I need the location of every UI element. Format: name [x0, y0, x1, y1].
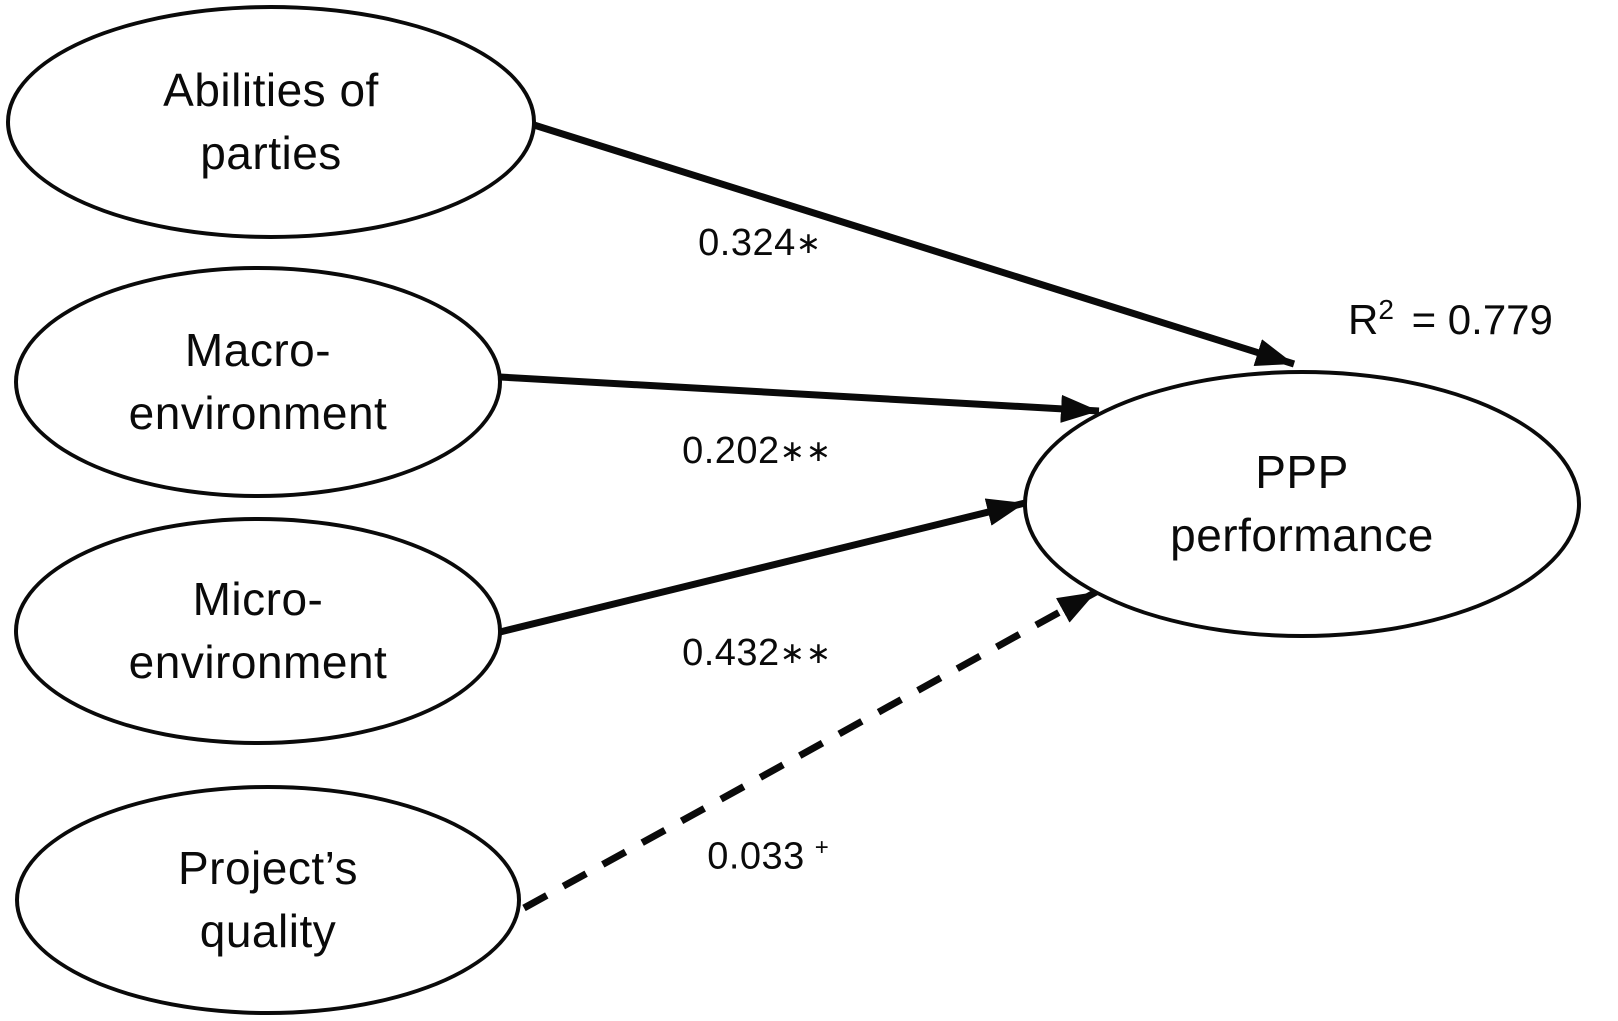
significance-marker: +	[814, 834, 829, 861]
significance-marker: ∗∗	[779, 637, 832, 670]
r-squared-annotation: R2 = 0.779	[1348, 294, 1618, 344]
path-arrow-micro	[499, 498, 1026, 636]
coefficient-micro: 0.432∗∗	[617, 632, 897, 675]
construct-projects-quality: Project’s quality	[15, 785, 521, 1015]
r-squared-base: R	[1348, 296, 1379, 343]
construct-label: PPP performance	[1170, 445, 1434, 561]
coefficient-value: 0.202	[682, 430, 780, 472]
r-squared-value: = 0.779	[1411, 296, 1553, 343]
r-squared-exponent: 2	[1378, 294, 1394, 325]
construct-label: Micro- environment	[128, 572, 388, 688]
construct-abilities-of-parties: Abilities of parties	[6, 5, 536, 239]
coefficient-value: 0.432	[682, 632, 780, 674]
path-arrow-macro	[499, 373, 1100, 423]
significance-marker: ∗	[795, 227, 822, 260]
significance-marker: ∗∗	[779, 435, 832, 468]
coefficient-quality: 0.033 +	[628, 834, 908, 879]
construct-label: Abilities of parties	[163, 63, 379, 179]
coefficient-abilities: 0.324∗	[620, 222, 900, 265]
coefficient-value: 0.324	[698, 222, 796, 264]
construct-micro-environment: Micro- environment	[14, 517, 502, 745]
coefficient-macro: 0.202∗∗	[617, 430, 897, 473]
construct-label: Macro- environment	[128, 323, 388, 439]
coefficient-value: 0.033	[707, 835, 805, 878]
construct-ppp-performance: PPP performance	[1023, 370, 1581, 638]
construct-macro-environment: Macro- environment	[14, 266, 502, 498]
construct-label: Project’s quality	[177, 841, 359, 957]
